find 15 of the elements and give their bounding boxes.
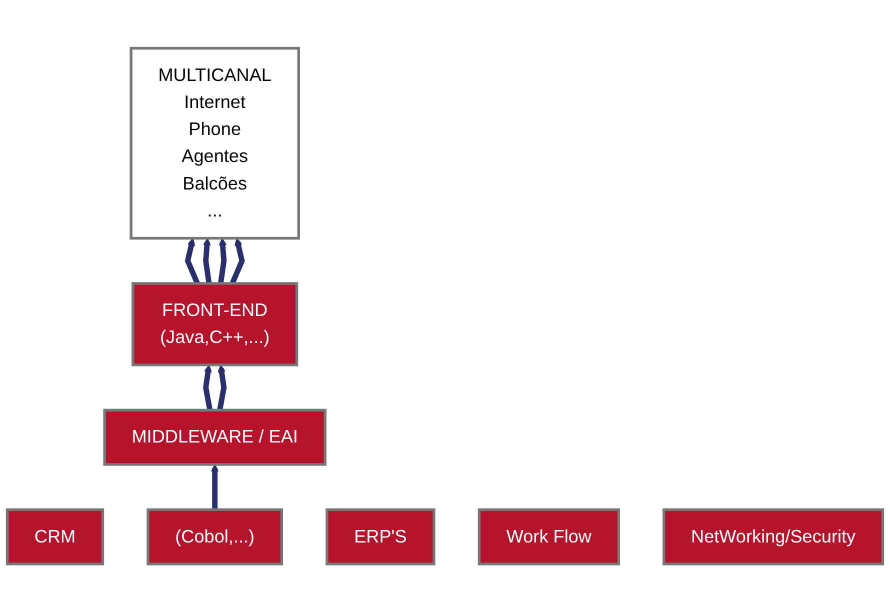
node-box: MULTICANAL Internet Phone Agentes Balcões ... — [130, 47, 300, 240]
arrow — [230, 238, 245, 285]
node-box: FRONT-END (Java,C++,...) — [132, 282, 298, 367]
arrow — [210, 464, 219, 510]
node-box: ERP'S — [326, 508, 436, 566]
arrow — [203, 364, 213, 412]
arrow — [217, 364, 227, 412]
node-box: NetWorking/Security — [662, 508, 884, 566]
node-box: Work Flow — [478, 508, 620, 566]
node-box: (Cobol,...) — [146, 508, 284, 566]
arrow — [203, 238, 212, 284]
arrow — [218, 238, 227, 284]
arrow — [184, 238, 200, 285]
node-box: MIDDLEWARE / EAI — [103, 409, 326, 466]
node-box: CRM — [6, 508, 104, 566]
